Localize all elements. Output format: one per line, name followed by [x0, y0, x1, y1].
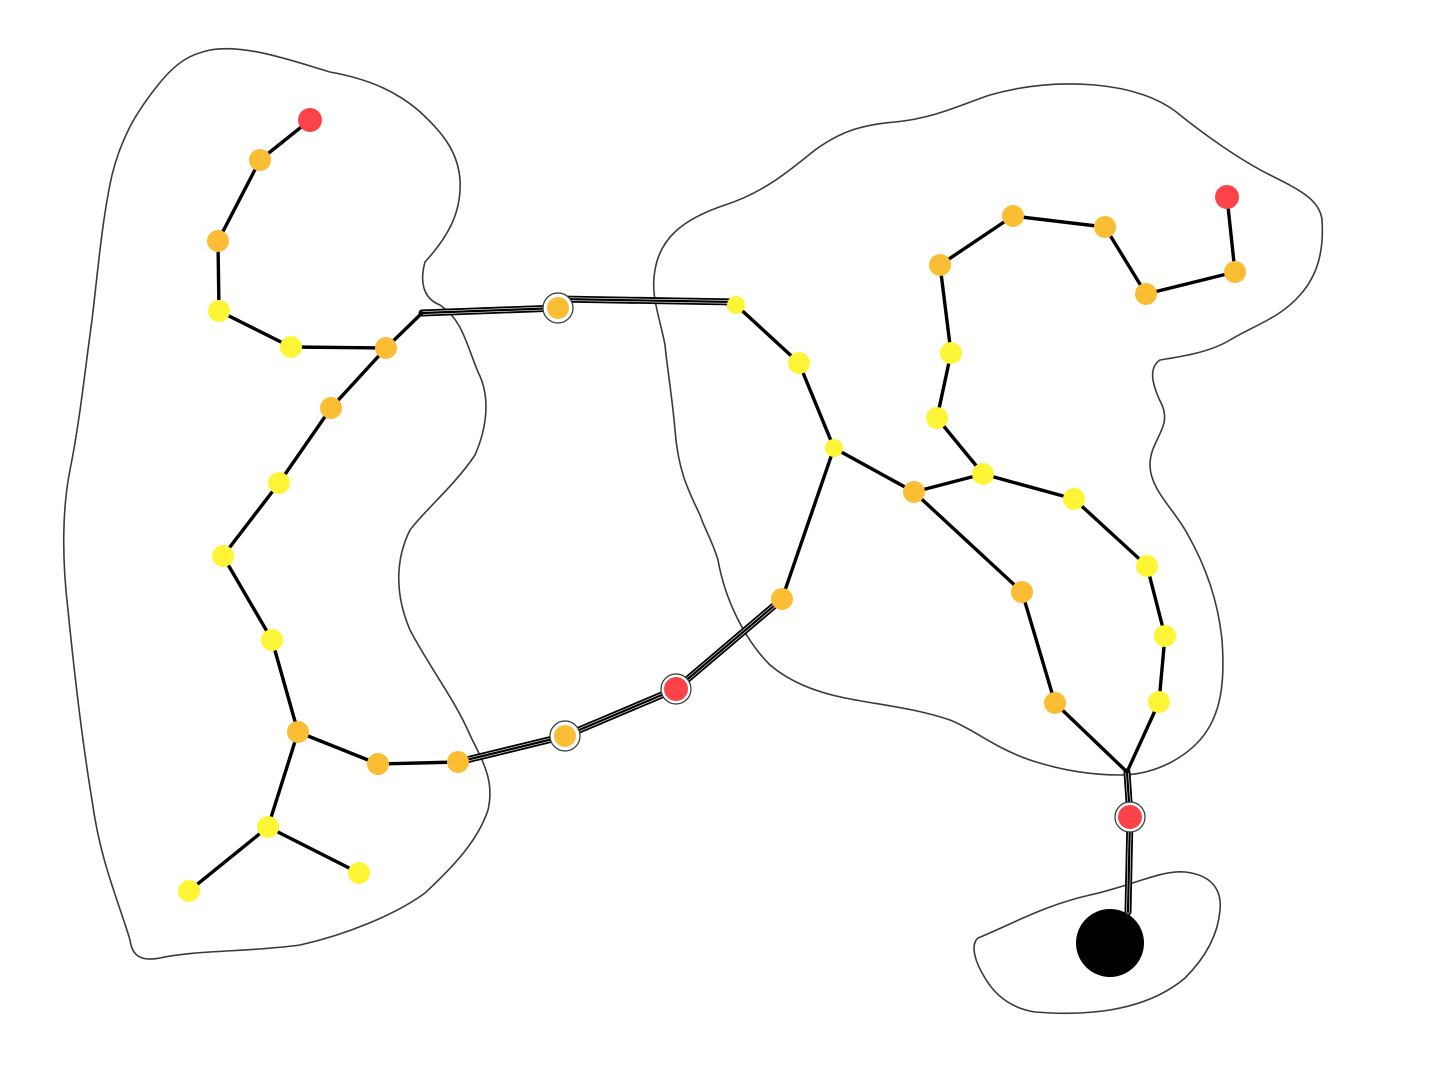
edge: [832, 446, 916, 494]
yellow-node: [825, 439, 843, 457]
bridge-center-line: [556, 297, 738, 304]
orange-node: [367, 753, 389, 775]
yellow-node: [257, 816, 279, 838]
orange-node: [1135, 283, 1157, 305]
bridge-center-line: [674, 597, 784, 691]
bridge-center-line: [563, 687, 678, 738]
edge: [266, 825, 361, 875]
bridge-center-line: [1126, 815, 1132, 914]
orange-node: [1094, 216, 1116, 238]
yellow-node: [212, 545, 234, 567]
yellow-node: [940, 342, 962, 364]
edge: [221, 554, 274, 642]
edge: [1125, 700, 1161, 774]
edge: [289, 345, 388, 350]
edge: [216, 158, 262, 243]
edge: [217, 309, 293, 349]
yellow-node: [788, 352, 810, 374]
edge: [912, 472, 985, 494]
edge: [938, 263, 953, 355]
edge: [981, 472, 1076, 501]
yellow-node: [348, 862, 370, 884]
orange-node: [554, 725, 576, 747]
left-island: [62, 47, 491, 960]
yellow-node: [208, 300, 230, 322]
edge: [1072, 497, 1149, 568]
edge: [1145, 564, 1167, 638]
edge: [266, 730, 300, 829]
orange-node: [929, 254, 951, 276]
edge: [1144, 270, 1237, 296]
yellow-node: [261, 629, 283, 651]
yellow-node: [1063, 488, 1085, 510]
black-node: [1076, 909, 1144, 977]
orange-node: [249, 149, 271, 171]
nodes-layer: [178, 108, 1246, 977]
edge: [938, 214, 1015, 267]
edge: [1011, 214, 1107, 229]
edge: [329, 346, 388, 410]
orange-node: [375, 337, 397, 359]
edge: [935, 351, 953, 420]
yellow-node: [972, 463, 994, 485]
orange-node: [547, 297, 569, 319]
red-node: [298, 108, 322, 132]
bridge-center-line: [420, 306, 560, 315]
edge: [734, 303, 801, 365]
edge: [935, 416, 985, 476]
edge: [376, 760, 460, 766]
edges-layer: [187, 118, 1237, 893]
halos-layer: [542, 292, 1146, 833]
yellow-node: [1154, 625, 1176, 647]
edge: [296, 730, 380, 766]
small-bottom-island: [973, 871, 1222, 1015]
orange-node: [1002, 205, 1024, 227]
yellow-node: [178, 880, 200, 902]
edge: [1053, 701, 1129, 774]
yellow-node: [926, 407, 948, 429]
orange-node: [287, 721, 309, 743]
edge: [797, 361, 836, 450]
edge: [1103, 225, 1148, 296]
orange-node: [1044, 692, 1066, 714]
yellow-node: [1136, 555, 1158, 577]
orange-node: [447, 751, 469, 773]
islands-layer: [62, 47, 1324, 1015]
edge: [1225, 195, 1237, 274]
red-node: [664, 677, 688, 701]
edge: [270, 638, 300, 734]
yellow-node: [268, 472, 290, 494]
edge: [277, 406, 333, 485]
yellow-node: [1148, 691, 1170, 713]
edge: [221, 481, 281, 558]
orange-node: [903, 481, 925, 503]
edge: [912, 490, 1024, 594]
edge: [1157, 634, 1167, 704]
red-node: [1215, 185, 1239, 209]
orange-node: [320, 397, 342, 419]
edge: [1020, 590, 1057, 705]
yellow-node: [727, 296, 745, 314]
yellow-node: [280, 336, 302, 358]
orange-node: [771, 588, 793, 610]
red-node: [1118, 805, 1142, 829]
orange-node: [1011, 581, 1033, 603]
edge: [187, 825, 270, 893]
edge: [780, 446, 836, 601]
orange-node: [1224, 261, 1246, 283]
edge: [216, 239, 221, 313]
orange-node: [207, 230, 229, 252]
right-island: [652, 83, 1324, 776]
bridge-center-line: [456, 734, 567, 764]
